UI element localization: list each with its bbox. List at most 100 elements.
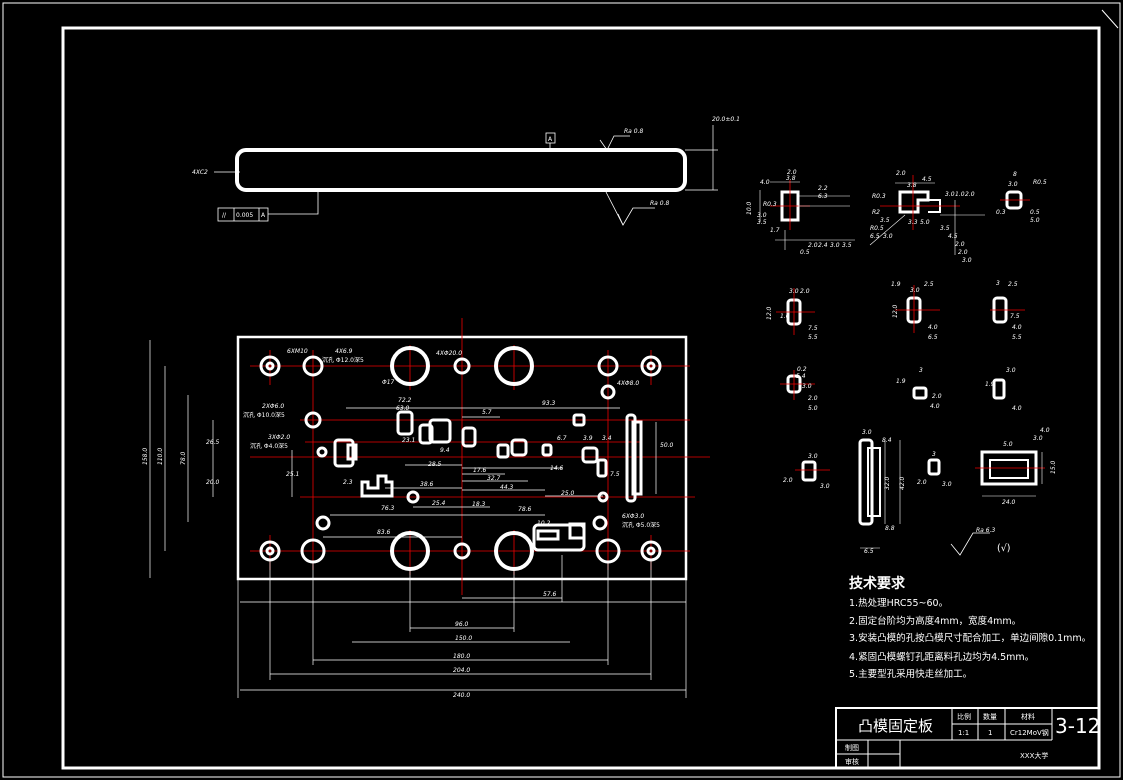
corner-mark [1101, 9, 1119, 29]
tech-req-title: 技术要求 [849, 575, 906, 592]
detail-views: 4.0 3.8 2.0 R0.3 3.0 3.5 1.7 2.2 6.3 2.0… [746, 169, 1057, 556]
svg-text:32.0: 32.0 [884, 476, 891, 490]
dim-38-6: 38.6 [420, 481, 434, 488]
svg-text:3.0: 3.0 [1008, 181, 1018, 188]
dim-9-4: 9.4 [440, 447, 450, 454]
roughness-top: Ra 0.8 [624, 128, 643, 135]
svg-text:0.5: 0.5 [1030, 209, 1040, 216]
col-material: 材料 [1021, 712, 1035, 721]
svg-text:4.0: 4.0 [760, 179, 770, 186]
part-name: 凸模固定板 [858, 717, 933, 735]
dim-110: 110.0 [157, 448, 164, 465]
flatness-value: 0.005 [236, 212, 253, 219]
note-cb5: 沉孔 Φ5.0深5 [622, 521, 660, 529]
svg-text:2.0: 2.0 [958, 249, 968, 256]
note-cb12: 沉孔 Φ12.0深5 [322, 356, 364, 364]
detail-10: 2.0 3.0 3.0 [783, 453, 830, 490]
svg-text:3.5: 3.5 [842, 242, 852, 249]
svg-text:3.0: 3.0 [1033, 435, 1043, 442]
svg-text:3: 3 [932, 451, 936, 458]
roughness-symbol-top [599, 135, 630, 151]
material-value: Cr12MoV钢 [1010, 728, 1049, 737]
roughness-bottom: Ra 0.8 [650, 200, 669, 207]
svg-text:2.2: 2.2 [818, 185, 828, 192]
dim-83-6: 83.6 [377, 529, 391, 536]
dim-93-3: 93.3 [542, 400, 556, 407]
detail-4: 3.0 2.0 1.0 12.0 7.5 5.5 [766, 288, 818, 341]
note-6xd3: 6XΦ3.0 [622, 513, 644, 520]
datum-box [545, 132, 556, 144]
title-block: 凸模固定板 比例 数量 材料 1:1 1 Cr12MoV钢 3-12 制图 审核… [835, 707, 1100, 769]
tech-req-5: 5.主要型孔采用快走丝加工。 [849, 668, 972, 680]
svg-text:24.0: 24.0 [1002, 499, 1016, 506]
svg-text:3.0: 3.0 [910, 287, 920, 294]
inner-frame [61, 26, 1101, 770]
dim-5-7: 5.7 [482, 409, 492, 416]
svg-text:15.0: 15.0 [1050, 460, 1057, 474]
svg-text:2.0: 2.0 [800, 288, 810, 295]
svg-text:3.0: 3.0 [942, 481, 952, 488]
svg-text:0.3: 0.3 [996, 209, 1006, 216]
svg-text:5.0: 5.0 [1030, 217, 1040, 224]
note-d17: Φ17 [382, 379, 395, 386]
svg-text:6.5: 6.5 [864, 548, 874, 555]
tech-req-3: 3.安装凸模的孔按凸模尺寸配合加工，单边间隙0.1mm。 [849, 632, 1091, 644]
svg-text:4.0: 4.0 [1012, 405, 1022, 412]
note-4xd20: 4XΦ20.0 [436, 350, 462, 357]
detail-9: 3.0 1.9 4.0 [985, 367, 1022, 412]
detail-2: 2.0 4.5 3.8 R0.3 R2 3.5 R0.5 6.5 3.0 3.3… [869, 170, 985, 264]
svg-text:8.4: 8.4 [882, 437, 892, 444]
side-view: 20.0±0.1 A Ra 0.8 Ra 0.8 4XC2 // 0.005 A [192, 116, 740, 226]
detail-11: 3.0 8.4 32.0 42.0 6.5 8.8 [858, 429, 906, 555]
note-4x69: 4X6.9 [335, 348, 353, 355]
svg-text:2.0: 2.0 [783, 477, 793, 484]
svg-text:4.5: 4.5 [922, 176, 932, 183]
svg-text:2.0: 2.0 [955, 241, 965, 248]
dim-57-6: 57.6 [543, 591, 557, 598]
dim-50-0: 50.0 [660, 442, 674, 449]
datum-label: A [548, 136, 553, 143]
note-4xd8: 4XΦ8.0 [617, 380, 639, 387]
dim-78-6: 78.6 [518, 506, 532, 513]
checked-by-label: 审核 [845, 757, 859, 766]
svg-text:4.0: 4.0 [930, 403, 940, 410]
detail-5: 1.9 3.0 2.5 12.0 4.0 6.5 [891, 281, 940, 341]
svg-text:R0.5: R0.5 [870, 225, 884, 232]
svg-text:2.0: 2.0 [808, 395, 818, 402]
svg-text:5.5: 5.5 [808, 334, 818, 341]
detail-1: 4.0 3.8 2.0 R0.3 3.0 3.5 1.7 2.2 6.3 2.0… [746, 169, 855, 256]
col-scale: 比例 [957, 712, 971, 721]
dim-78: 78.0 [180, 451, 187, 465]
dim-18-3: 18.3 [472, 501, 486, 508]
svg-text:3.0: 3.0 [808, 453, 818, 460]
svg-text:R0.3: R0.3 [872, 193, 886, 200]
svg-text:1.9: 1.9 [985, 381, 995, 388]
dim-204: 204.0 [453, 667, 470, 674]
svg-text:1.9: 1.9 [891, 281, 901, 288]
dim-10-2: 10.2 [537, 520, 551, 527]
svg-text:12.0: 12.0 [766, 306, 773, 320]
detail-7: 0.2 5.4 3.0 2.0 5.0 [780, 366, 818, 412]
svg-text:3.8: 3.8 [786, 175, 796, 182]
dim-72-2: 72.2 [398, 397, 412, 404]
svg-text:2.4: 2.4 [818, 242, 828, 249]
svg-text:42.0: 42.0 [899, 476, 906, 490]
svg-text:5.5: 5.5 [1012, 334, 1022, 341]
dim-240: 240.0 [453, 692, 470, 699]
svg-text:2.0: 2.0 [932, 393, 942, 400]
col-qty: 数量 [983, 712, 997, 721]
detail-13: 4.0 3.0 5.0 15.0 24.0 [975, 427, 1057, 506]
plate-side-profile [235, 148, 687, 192]
scale-value: 1:1 [958, 729, 969, 737]
dim-32-7: 32.7 [487, 475, 501, 482]
detail-3: 8 3.0 R0.5 0.3 5.0 0.5 [996, 171, 1047, 224]
svg-text:2.0: 2.0 [787, 169, 797, 176]
svg-text:4.5: 4.5 [948, 233, 958, 240]
dim-26-5: 26.5 [206, 439, 220, 446]
svg-text:3.0: 3.0 [945, 191, 955, 198]
dim-17-6: 17.6 [473, 467, 487, 474]
svg-text:7.5: 7.5 [1010, 313, 1020, 320]
svg-text:5.4: 5.4 [796, 373, 806, 380]
